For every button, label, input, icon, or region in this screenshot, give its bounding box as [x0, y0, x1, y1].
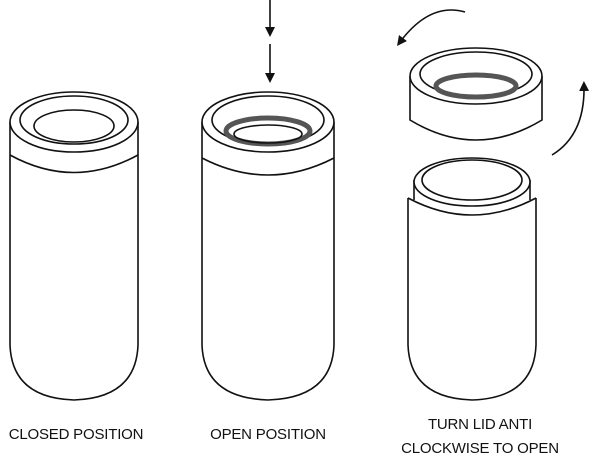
label-closed-position: CLOSED POSITION: [8, 426, 144, 443]
label-turn-lid-line1: TURN LID ANTI: [427, 416, 533, 433]
rotate-arrows: [396, 9, 590, 156]
open-seal-ring: [223, 115, 313, 147]
cup-closed: [9, 91, 139, 401]
cup-open: [201, 91, 335, 401]
label-turn-lid-line2: CLOCKWISE TO OPEN: [401, 440, 559, 457]
cup-body-open: [407, 157, 537, 401]
lid-removed: [409, 47, 543, 141]
label-open-position: OPEN POSITION: [210, 426, 326, 443]
